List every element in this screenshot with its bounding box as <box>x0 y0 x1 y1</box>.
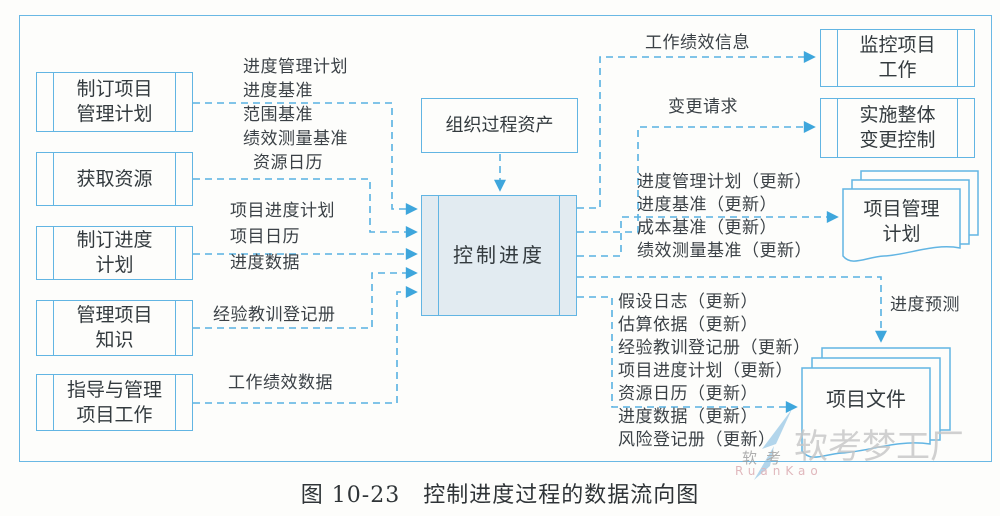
node-control-schedule-label: 控制进度 <box>453 243 545 267</box>
node-develop-schedule-label: 制订进度 计划 <box>76 229 153 276</box>
node-develop-schedule: 制订进度 计划 <box>36 226 193 280</box>
label-lessons-register: 经验教训登记册 <box>213 305 336 325</box>
label-schedule-forecast: 进度预测 <box>890 295 960 315</box>
project-docs-label: 项目文件 <box>826 387 906 411</box>
figure-caption: 图 10-23 控制进度过程的数据流向图 <box>300 483 700 508</box>
watermark-swoosh-icon <box>754 409 792 480</box>
label-pm-plan-updates: 进度管理计划（更新） 进度基准（更新） 成本基准（更新） 绩效测量基准（更新） <box>637 172 812 261</box>
label-work-performance-info: 工作绩效信息 <box>645 33 750 53</box>
node-perform-icc-label: 实施整体 变更控制 <box>859 104 936 151</box>
node-direct-manage-work-label: 指导与管理 项目工作 <box>66 378 162 426</box>
node-monitor-control-work-label: 监控项目 工作 <box>859 34 936 81</box>
label-schedule-inputs: 项目进度计划 项目日历 进度数据 <box>230 201 335 273</box>
watermark-subtitle: 软考 <box>742 449 791 467</box>
node-opa-label: 组织过程资产 <box>445 115 554 136</box>
node-develop-pm-plan: 制订项目 管理计划 <box>36 72 193 132</box>
label-resource-calendar: 资源日历 <box>253 153 323 173</box>
label-work-performance-data: 工作绩效数据 <box>228 373 333 393</box>
watermark: 软考梦工厂 软考 RuanKao <box>730 405 1000 485</box>
node-perform-icc: 实施整体 变更控制 <box>820 98 975 158</box>
node-develop-pm-plan-label: 制订项目 管理计划 <box>76 78 153 125</box>
label-change-requests: 变更请求 <box>668 97 738 117</box>
node-acquire-resources: 获取资源 <box>36 152 193 206</box>
node-opa: 组织过程资产 <box>421 98 578 153</box>
watermark-latin: RuanKao <box>735 464 823 478</box>
label-pm-plan-inputs: 进度管理计划 进度基准 范围基准 绩效测量基准 <box>243 57 348 149</box>
node-control-schedule: 控制进度 <box>421 195 577 316</box>
node-acquire-resources-label: 获取资源 <box>76 167 153 190</box>
label-doc-updates: 假设日志（更新） 估算依据（更新） 经验教训登记册（更新） 项目进度计划（更新）… <box>618 292 811 450</box>
watermark-title: 软考梦工厂 <box>794 427 964 467</box>
node-manage-knowledge: 管理项目 知识 <box>36 300 193 356</box>
node-manage-knowledge-label: 管理项目 知识 <box>76 304 153 351</box>
node-monitor-control-work: 监控项目 工作 <box>820 29 975 87</box>
diagram-border <box>19 15 992 462</box>
node-direct-manage-work: 指导与管理 项目工作 <box>36 374 193 431</box>
pm-plan-doc-label: 项目管理 计划 <box>863 198 940 245</box>
